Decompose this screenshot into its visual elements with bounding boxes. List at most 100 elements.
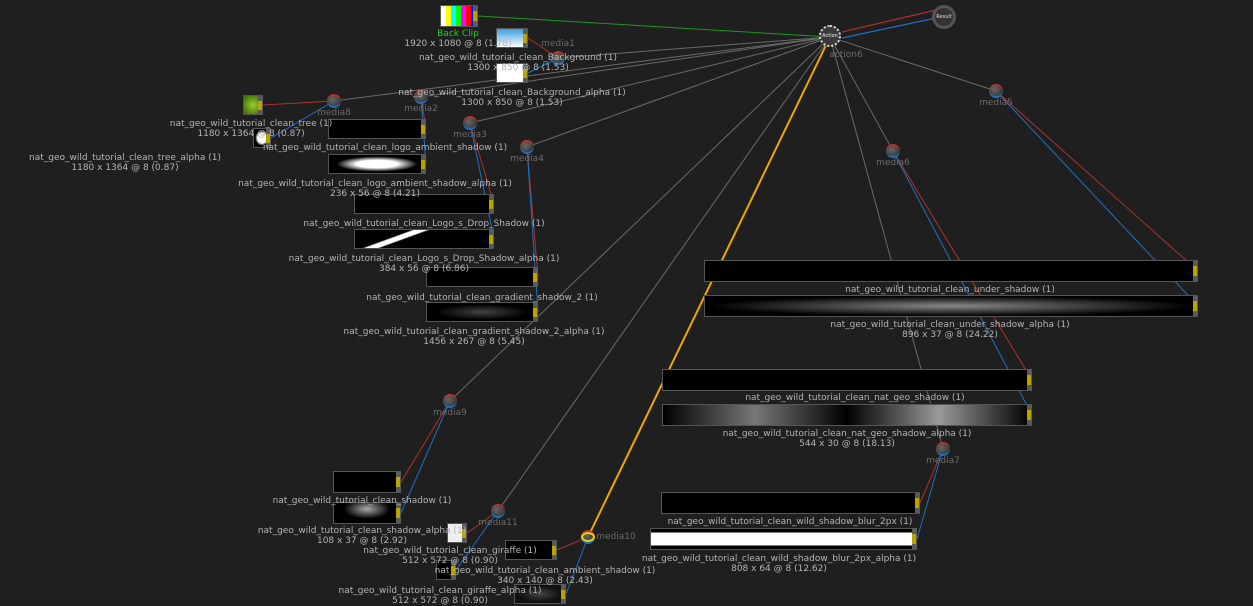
clip-thumbnail-lds[interactable]: [354, 194, 494, 214]
front-link: [995, 90, 1199, 272]
clip-thumbnail-gs2[interactable]: [426, 267, 538, 287]
output-port[interactable]: [915, 498, 919, 508]
output-port[interactable]: [533, 307, 537, 317]
output-port[interactable]: [473, 11, 477, 21]
action-node[interactable]: Action: [819, 25, 841, 47]
clip-resolution: 384 x 56 @ 8 (6.86): [378, 264, 470, 274]
clip-resolution: 1300 x 850 @ 8 (1.53): [467, 63, 569, 73]
output-port[interactable]: [266, 133, 270, 143]
media-node-media9[interactable]: [443, 394, 457, 408]
media-node-media11[interactable]: [491, 504, 505, 518]
media-node-media3[interactable]: [463, 116, 477, 130]
clip-name: nat_geo_wild_tutorial_clean_tree (1): [169, 119, 333, 129]
clip-name: nat_geo_wild_tutorial_clean_gradient_sha…: [343, 327, 605, 337]
media-node-media8[interactable]: [327, 94, 341, 108]
clip-resolution: 544 x 30 @ 8 (18.13): [799, 439, 895, 449]
clip-resolution: 108 x 37 @ 8 (2.92): [316, 536, 408, 546]
output-port[interactable]: [421, 159, 425, 169]
media-to-action-link: [587, 36, 831, 538]
clip-resolution: 1300 x 850 @ 8 (1.53): [461, 98, 563, 108]
clip-thumbnail-ngsa[interactable]: [662, 404, 1032, 426]
media-node-media6[interactable]: [886, 144, 900, 158]
clip-name: nat_geo_wild_tutorial_clean_logo_ambient…: [238, 179, 512, 189]
clip-name: nat_geo_wild_tutorial_clean_ambient_shad…: [434, 566, 656, 576]
output-port[interactable]: [451, 565, 455, 575]
clip-thumbnail-lasa[interactable]: [328, 154, 426, 174]
output-port[interactable]: [1193, 301, 1197, 311]
media-to-action-link: [829, 36, 894, 152]
media-node-media4[interactable]: [520, 140, 534, 154]
front-link: [469, 122, 495, 205]
output-port[interactable]: [523, 68, 527, 78]
clip-name: nat_geo_wild_tutorial_clean_under_shadow…: [830, 320, 1070, 330]
media-to-action-link: [829, 36, 997, 92]
output-node[interactable]: Result: [932, 5, 956, 29]
media-node-media5[interactable]: [989, 84, 1003, 98]
output-port[interactable]: [561, 589, 565, 599]
action-front-output: [841, 9, 937, 33]
front-link: [400, 400, 451, 483]
output-port[interactable]: [1027, 410, 1031, 420]
output-port[interactable]: [912, 534, 916, 544]
clip-name: nat_geo_wild_tutorial_clean_logo_ambient…: [262, 143, 508, 153]
media-node-media1[interactable]: [551, 51, 565, 65]
clip-thumbnail-ngs[interactable]: [662, 369, 1032, 391]
output-port[interactable]: [421, 124, 425, 134]
clip-name: nat_geo_wild_tutorial_clean_nat_geo_shad…: [722, 429, 972, 439]
clip-thumbnail-us[interactable]: [704, 260, 1198, 282]
clip-thumbnail-sha[interactable]: [333, 502, 401, 524]
clip-thumbnail-tree[interactable]: [243, 95, 263, 115]
clip-resolution: 1180 x 1364 @ 8 (0.87): [71, 163, 179, 173]
output-port[interactable]: [489, 199, 493, 209]
clip-thumbnail-wsb[interactable]: [661, 492, 920, 514]
clip-name: nat_geo_wild_tutorial_clean_nat_geo_shad…: [745, 393, 965, 403]
output-port[interactable]: [552, 545, 556, 555]
output-port[interactable]: [489, 234, 493, 244]
clip-resolution: 1456 x 267 @ 8 (5.45): [423, 337, 525, 347]
media-node-label: media11: [478, 518, 518, 528]
clip-name: nat_geo_wild_tutorial_clean_Logo_s_Drop_…: [303, 219, 545, 229]
output-port[interactable]: [258, 100, 262, 110]
media-node-label: media6: [876, 158, 910, 168]
clip-thumbnail-backclip[interactable]: [440, 5, 478, 27]
clip-thumbnail-ldsa[interactable]: [354, 229, 494, 249]
media-node-label: media4: [510, 154, 544, 164]
media-node-media2[interactable]: [414, 90, 428, 104]
matte-link: [469, 122, 495, 240]
matte-link: [526, 146, 539, 313]
clip-name: nat_geo_wild_tutorial_clean_under_shadow…: [845, 285, 1055, 295]
clip-thumbnail-usa[interactable]: [704, 295, 1198, 317]
matte-link: [270, 100, 335, 139]
clip-thumbnail-treea[interactable]: [253, 128, 271, 148]
output-port[interactable]: [396, 508, 400, 518]
clip-thumbnail-amb[interactable]: [505, 540, 557, 560]
clip-thumbnail-wsba[interactable]: [650, 528, 917, 550]
output-port[interactable]: [462, 528, 466, 538]
clip-resolution: 512 x 572 @ 8 (0.90): [402, 556, 498, 566]
clip-thumbnail-amba[interactable]: [514, 584, 566, 604]
output-port[interactable]: [523, 33, 527, 43]
clip-thumbnail-las[interactable]: [328, 119, 426, 139]
clip-resolution: 896 x 37 @ 8 (24.22): [902, 330, 998, 340]
clip-resolution: 340 x 140 @ 8 (2.43): [497, 576, 593, 586]
clip-thumbnail-sh[interactable]: [333, 471, 401, 493]
media-node-media7[interactable]: [936, 442, 950, 456]
media-node-label: media9: [433, 408, 467, 418]
media-node-media10[interactable]: [581, 530, 595, 544]
output-port[interactable]: [396, 477, 400, 487]
clip-thumbnail-gs2a[interactable]: [426, 302, 538, 322]
clip-resolution: 236 x 56 @ 8 (4.21): [329, 189, 421, 199]
clip-thumbnail-gir[interactable]: [447, 523, 467, 543]
clip-thumbnail-gira[interactable]: [436, 560, 456, 580]
clip-thumbnail-bg[interactable]: [496, 28, 528, 48]
output-port[interactable]: [533, 272, 537, 282]
clip-name: nat_geo_wild_tutorial_clean_gradient_sha…: [366, 293, 598, 303]
clip-resolution: 512 x 572 @ 8 (0.90): [392, 596, 488, 606]
output-port[interactable]: [1193, 266, 1197, 276]
clip-resolution: 1180 x 1364 @ 8 (0.87): [197, 129, 305, 139]
clip-thumbnail-bga[interactable]: [496, 63, 528, 83]
media-to-action-link: [420, 36, 831, 98]
matte-link: [916, 448, 944, 540]
output-port[interactable]: [1027, 375, 1031, 385]
